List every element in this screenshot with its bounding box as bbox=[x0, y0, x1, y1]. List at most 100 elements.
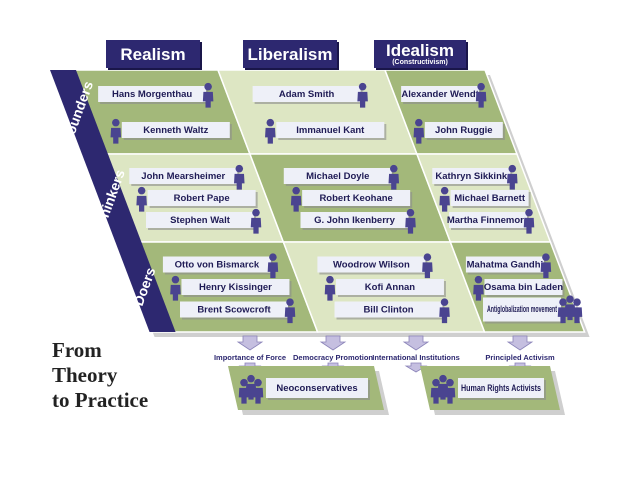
name-label: Brent Scowcroft bbox=[180, 301, 291, 320]
name-label: Hans Morgenthau bbox=[98, 86, 209, 104]
name-label: Otto von Bismarck bbox=[162, 256, 273, 275]
row-band bbox=[81, 154, 142, 242]
name-label: Immanuel Kant bbox=[276, 122, 387, 140]
svg-text:John Ruggie: John Ruggie bbox=[435, 125, 493, 136]
down-arrow-icon bbox=[506, 335, 534, 351]
person-icon bbox=[523, 208, 535, 234]
person-icon bbox=[357, 82, 368, 108]
person-icon bbox=[265, 118, 276, 144]
column-header-idealism: Idealism (Constructivism) bbox=[374, 40, 466, 68]
person-icon bbox=[444, 378, 456, 404]
down-arrow-icon bbox=[402, 335, 430, 351]
name-label: Martha Finnemore bbox=[447, 212, 529, 230]
row-band bbox=[50, 70, 108, 154]
person-icon bbox=[413, 118, 425, 144]
person-icon bbox=[437, 374, 449, 400]
person-icon bbox=[267, 253, 279, 279]
outcome-label: Neoconservatives bbox=[276, 383, 357, 394]
person-icon bbox=[324, 275, 336, 301]
person-icon bbox=[439, 298, 450, 324]
name-label: Kenneth Waltz bbox=[121, 122, 232, 140]
arrow-label: Principled Activism bbox=[485, 353, 555, 362]
name-label: Osama bin Laden bbox=[484, 279, 565, 297]
svg-text:Kofi Annan: Kofi Annan bbox=[365, 282, 416, 293]
name-label: Kathryn Sikkink bbox=[432, 168, 513, 186]
person-icon bbox=[136, 186, 147, 212]
svg-text:Michael Doyle: Michael Doyle bbox=[306, 171, 369, 182]
name-label: Bill Clinton bbox=[334, 301, 445, 320]
down-arrow-icon bbox=[236, 335, 264, 351]
column-header-realism: Realism bbox=[106, 40, 200, 68]
person-icon bbox=[571, 298, 583, 324]
arrow-label: Democracy Promotion bbox=[293, 353, 373, 362]
svg-text:Osama bin Laden: Osama bin Laden bbox=[484, 282, 563, 293]
grid-cell bbox=[216, 69, 419, 155]
name-label: G. John Ikenberry bbox=[300, 212, 411, 230]
outcome-box: Neoconservatives bbox=[228, 366, 389, 415]
footer-title-line: to Practice bbox=[52, 388, 149, 412]
person-icon bbox=[475, 82, 487, 108]
svg-text:Kathryn Sikkink: Kathryn Sikkink bbox=[435, 171, 508, 182]
name-label: Robert Keohane bbox=[302, 190, 413, 208]
name-label: Henry Kissinger bbox=[181, 279, 292, 297]
svg-text:Bill Clinton: Bill Clinton bbox=[363, 305, 413, 316]
person-icon bbox=[388, 164, 400, 190]
outcome-box: Human Rights Activists bbox=[420, 366, 565, 415]
person-icon bbox=[250, 208, 262, 234]
footer-title-line: From bbox=[52, 338, 102, 362]
name-label: Michael Barnett bbox=[450, 190, 531, 208]
footer-title-line: Theory bbox=[52, 363, 118, 387]
svg-text:John Mearsheimer: John Mearsheimer bbox=[141, 171, 225, 182]
name-label: Robert Pape bbox=[147, 190, 258, 208]
footer-title: From Theory to Practice bbox=[52, 338, 148, 413]
name-label: Michael Doyle bbox=[283, 168, 394, 186]
name-label: John Mearsheimer bbox=[129, 168, 240, 186]
person-icon bbox=[110, 118, 122, 144]
person-icon bbox=[507, 164, 518, 190]
arrow-label: Importance of Force bbox=[214, 353, 286, 362]
svg-text:Martha Finnemore: Martha Finnemore bbox=[447, 215, 529, 226]
name-label: Stephen Walt bbox=[146, 212, 256, 230]
svg-text:Brent Scowcroft: Brent Scowcroft bbox=[197, 305, 271, 316]
svg-text:Antiglobalization movement: Antiglobalization movement bbox=[487, 304, 557, 315]
name-label: John Ruggie bbox=[424, 122, 505, 140]
down-arrow-icon bbox=[319, 335, 347, 351]
svg-text:Woodrow Wilson: Woodrow Wilson bbox=[333, 260, 410, 271]
svg-text:Hans Morgenthau: Hans Morgenthau bbox=[112, 89, 192, 100]
outcome-label: Human Rights Activists bbox=[461, 383, 541, 394]
person-icon bbox=[234, 164, 245, 190]
name-label: Woodrow Wilson bbox=[317, 256, 428, 275]
person-icon bbox=[540, 253, 552, 279]
person-icon bbox=[252, 378, 264, 404]
column-header-liberalism: Liberalism bbox=[243, 40, 337, 68]
person-icon bbox=[473, 275, 484, 301]
svg-text:Immanuel Kant: Immanuel Kant bbox=[296, 125, 365, 136]
name-label: Adam Smith bbox=[252, 86, 363, 104]
row-band bbox=[115, 242, 176, 332]
column-header-title: Idealism bbox=[385, 40, 455, 60]
name-label: Alexander Wendt bbox=[401, 86, 482, 104]
person-icon bbox=[202, 82, 214, 108]
name-label: Antiglobalization movement bbox=[483, 297, 564, 324]
person-icon bbox=[439, 186, 450, 212]
arrow-label: International Institutions bbox=[372, 353, 460, 362]
svg-text:Adam Smith: Adam Smith bbox=[279, 89, 335, 100]
column-header-title: Realism bbox=[120, 44, 186, 64]
column-header-subtitle: (Constructivism) bbox=[392, 58, 448, 66]
svg-text:Mahatma Gandhi: Mahatma Gandhi bbox=[467, 260, 544, 271]
column-header-title: Liberalism bbox=[247, 44, 333, 64]
svg-text:Kenneth Waltz: Kenneth Waltz bbox=[143, 125, 208, 136]
person-icon bbox=[170, 275, 181, 301]
svg-text:Alexander Wendt: Alexander Wendt bbox=[401, 89, 479, 100]
svg-text:Robert Keohane: Robert Keohane bbox=[319, 193, 392, 204]
person-icon bbox=[422, 253, 433, 279]
person-icon bbox=[290, 186, 302, 212]
svg-text:Robert Pape: Robert Pape bbox=[174, 193, 230, 204]
name-label: Kofi Annan bbox=[335, 279, 446, 297]
svg-text:Otto von Bismarck: Otto von Bismarck bbox=[175, 260, 260, 271]
svg-text:Henry Kissinger: Henry Kissinger bbox=[199, 282, 272, 293]
svg-text:Michael Barnett: Michael Barnett bbox=[454, 193, 526, 204]
svg-text:Stephen Walt: Stephen Walt bbox=[170, 215, 231, 226]
